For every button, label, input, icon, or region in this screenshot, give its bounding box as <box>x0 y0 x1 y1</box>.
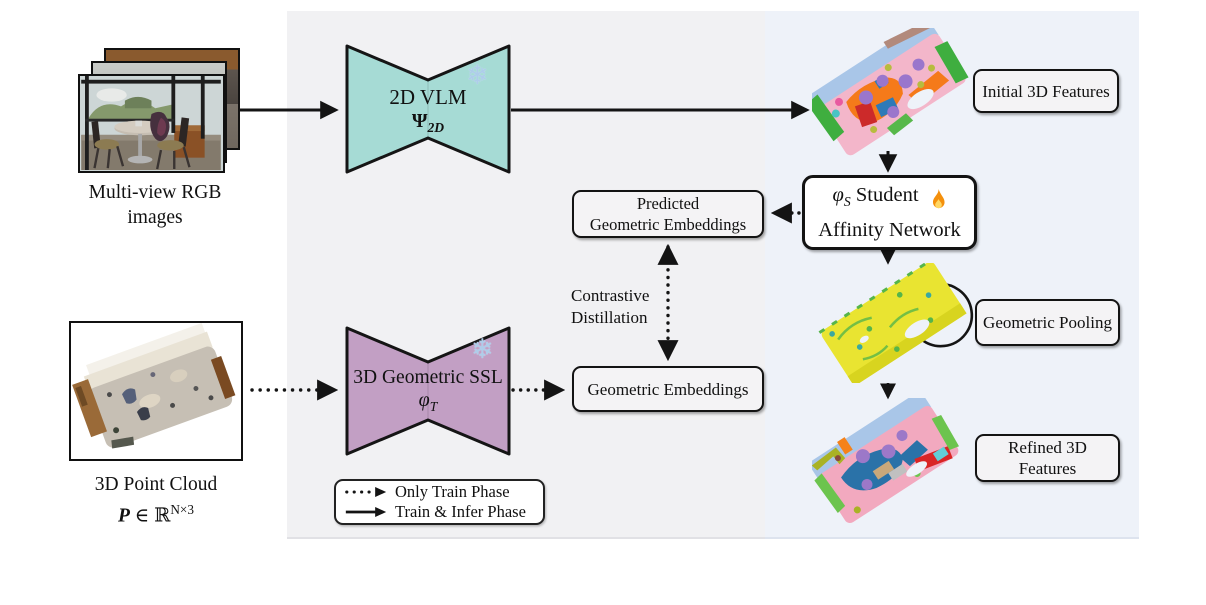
refined-3d-features-pointcloud <box>812 398 960 524</box>
input-pointcloud-frame <box>69 321 243 461</box>
initial-3d-features-pointcloud <box>812 28 969 156</box>
student-symbol: φS Student <box>832 184 919 211</box>
legend-train-only-label: Only Train Phase <box>395 482 510 501</box>
input-pointcloud-image <box>72 323 236 449</box>
vlm-encoder-shape <box>345 44 511 174</box>
geometric-pooling-label: Geometric Pooling <box>983 313 1112 332</box>
geometric-pooling-box: Geometric Pooling <box>975 299 1120 346</box>
pointcloud-caption-math: P ∈ ℝN×3 <box>118 502 194 527</box>
legend-row-train-infer: Train & Infer Phase <box>344 502 533 522</box>
contrastive-distillation-label: Contrastive Distillation <box>571 286 650 327</box>
pointcloud-caption: 3D Point Cloud P ∈ ℝN×3 <box>58 472 254 529</box>
cafe-scene-image <box>81 76 221 170</box>
pointcloud-caption-line1: 3D Point Cloud <box>94 474 218 495</box>
ssl-name: 3D Geometric SSL <box>353 367 503 388</box>
pooling-pointcloud <box>818 263 967 383</box>
geometric-embeddings-box: Geometric Embeddings <box>572 366 764 412</box>
predicted-embeddings-line1: Predicted <box>636 194 700 213</box>
vlm-label: 2D VLM Ψ2D <box>352 78 504 142</box>
refined-features-line1: Refined 3D <box>1008 438 1087 457</box>
initial-3d-features-label: Initial 3D Features <box>982 81 1110 101</box>
predicted-embeddings-line2: Geometric Embeddings <box>589 215 747 234</box>
refined-3d-features-box: Refined 3D Features <box>975 434 1120 482</box>
initial-3d-features-box: Initial 3D Features <box>973 69 1119 113</box>
multiview-caption-line1: Multi-view RGB <box>88 182 222 203</box>
student-box-line2: Affinity Network <box>818 218 961 241</box>
solid-arrow-icon <box>345 506 387 518</box>
legend-row-train-only: Only Train Phase <box>344 482 533 502</box>
ssl-encoder-shape <box>345 326 511 456</box>
vlm-symbol: Ψ2D <box>411 109 445 135</box>
predicted-embeddings-box: Predicted Geometric Embeddings <box>572 190 764 238</box>
ssl-symbol: φT <box>418 389 438 414</box>
snowflake-icon: ❄ <box>471 334 494 365</box>
ssl-label: 3D Geometric SSL φT <box>348 362 508 420</box>
legend-box: Only Train Phase Train & Infer Phase <box>334 479 545 525</box>
student-box-line1: φS Student <box>832 182 946 216</box>
multiview-caption: Multi-view RGB images <box>60 180 250 230</box>
rgb-image-front <box>78 74 225 173</box>
snowflake-icon: ❄ <box>466 60 489 91</box>
dotted-arrow-icon <box>345 486 387 498</box>
refined-features-line2: Features <box>1018 459 1077 478</box>
fire-icon <box>932 188 945 208</box>
geometric-embeddings-label: Geometric Embeddings <box>587 379 749 399</box>
multiview-caption-line2: images <box>127 207 183 228</box>
student-affinity-network-box: φS Student Affinity Network <box>802 175 977 250</box>
vlm-name: 2D VLM <box>389 84 467 109</box>
legend-train-infer-label: Train & Infer Phase <box>395 502 526 521</box>
